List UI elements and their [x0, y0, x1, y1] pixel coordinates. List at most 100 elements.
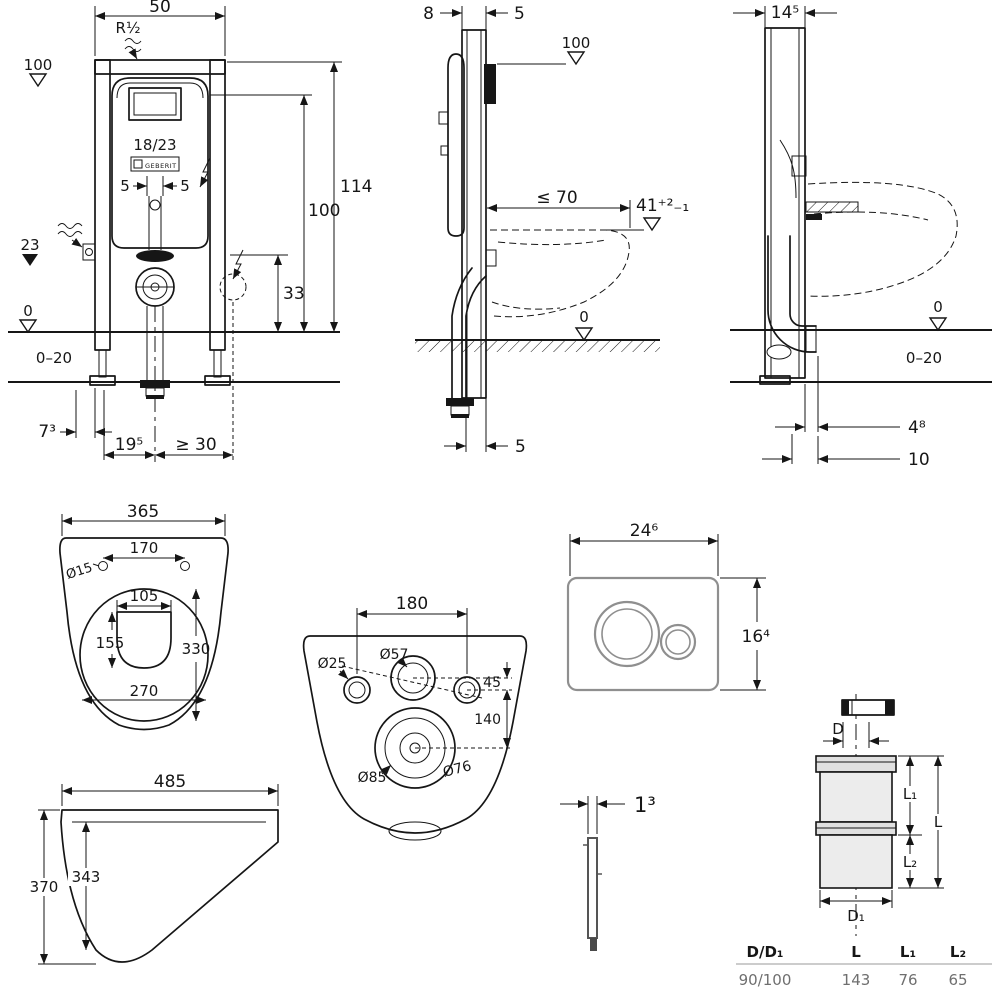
table-header: L₁ — [900, 943, 916, 961]
floor-buildup-label: 0–20 — [36, 349, 72, 367]
label-supply-thread: R½ — [116, 19, 141, 37]
floor-hatching — [415, 341, 660, 352]
frame-side-view-2: 14⁵ 0 0–20 4⁸ 10 — [730, 3, 992, 470]
dim-inner-length: 155 — [96, 634, 125, 652]
label-outlet-dia-1: Ø85 — [358, 770, 387, 786]
table-header: L₂ — [950, 943, 966, 961]
cistern-profile — [447, 53, 465, 237]
actuation-plate-side — [484, 64, 496, 104]
dim-plate-width: 24⁶ — [630, 521, 659, 541]
dim-bowl-depth: 485 — [154, 772, 186, 792]
level-marker-icon — [18, 319, 38, 334]
dim-rail-depth: 8 — [423, 4, 434, 24]
flush-plate — [566, 576, 720, 692]
label-dia-d: D — [832, 720, 844, 738]
bowl-side-view: 485 343 370 — [28, 772, 279, 965]
dim-bowl-rim-height: 41⁺²₋₁ — [636, 196, 689, 216]
label-hole-mid-dia: Ø57 — [380, 647, 409, 663]
frame-front-view: 50 R½ 100 18/23 GEBERIT 5 5 — [8, 0, 372, 462]
outlet-bend-pipe — [767, 235, 817, 353]
bowl-profile-dashed — [490, 229, 630, 318]
bowl-rim — [79, 588, 209, 722]
label-dia-d1: D₁ — [847, 907, 865, 925]
cistern-outline — [111, 77, 209, 249]
brand-label: GEBERIT — [145, 162, 177, 170]
dim-offset-left: 5 — [120, 177, 130, 195]
level-marker-icon — [574, 327, 594, 342]
dim-opening-length: 330 — [182, 640, 211, 658]
flush-button-large — [593, 600, 661, 668]
table-header: L — [851, 943, 861, 961]
flush-plate-side-view: 1³ — [560, 793, 656, 951]
water-supply-icon — [124, 38, 142, 60]
bowl-top-view: 365 170 Ø15 105 155 330 270 — [59, 502, 229, 731]
dim-plate-offset: 5 — [514, 4, 525, 24]
outlet-pipe-view: D L₁ L L₂ D₁ D/D₁ L L₁ L₂ 90/100 143 — [736, 694, 992, 989]
dim-inner-width: 105 — [130, 587, 159, 605]
dim-offset-45: 45 — [483, 675, 501, 691]
level-0-label: 0 — [933, 298, 943, 316]
pipe-dimension-table: D/D₁ L L₁ L₂ 90/100 143 76 65 — [736, 943, 992, 989]
outlet-pipe — [465, 275, 487, 399]
table-header: D/D₁ — [747, 943, 784, 961]
dim-frame-height: 114 — [340, 177, 372, 197]
power-connection-icon — [232, 249, 244, 280]
label-len-l1: L₁ — [903, 785, 917, 803]
optional-outlet-position — [219, 273, 247, 301]
dim-foot-distance: 7³ — [38, 422, 56, 442]
level-100-label: 100 — [562, 34, 591, 52]
dim-center-distance: 19⁵ — [115, 435, 143, 455]
dim-outlet-length: 10 — [908, 450, 930, 470]
bowl-outline — [59, 537, 229, 731]
dim-min-side-distance: ≥ 30 — [175, 435, 216, 455]
floor-buildup-label: 0–20 — [906, 349, 942, 367]
dim-plate-thickness: 1³ — [634, 793, 656, 817]
pipe-body-lower — [819, 834, 893, 889]
bowl-bottom-view: 180 Ø25 Ø57 45 140 Ø85 Ø76 — [302, 594, 528, 841]
dim-outlet-height: 33 — [283, 284, 305, 304]
dim-rail-depth: 14⁵ — [771, 3, 799, 23]
dim-bowl-height: 370 — [30, 878, 59, 896]
bowl-bottom-outline — [302, 635, 528, 834]
dim-frame-width: 50 — [149, 0, 171, 17]
table-value: 90/100 — [739, 971, 792, 989]
dim-hole-distance: 180 — [396, 594, 428, 614]
mounting-bar — [805, 201, 859, 213]
dim-fixing-distance: 170 — [130, 539, 159, 557]
flush-plate-side — [587, 837, 598, 939]
cistern-depth-label: 18/23 — [133, 136, 176, 154]
dim-actuation-height: 100 — [308, 201, 340, 221]
level-marker-icon — [28, 73, 48, 88]
flush-button-small — [659, 623, 697, 661]
table-value: 65 — [948, 971, 967, 989]
dim-plate-height: 16⁴ — [742, 627, 771, 647]
pipe-socket-top — [815, 755, 897, 773]
level-23-label: 23 — [20, 236, 39, 254]
dim-inner-height: 343 — [72, 868, 101, 886]
fixing-hole-left — [343, 676, 371, 704]
dim-opening-width: 270 — [130, 682, 159, 700]
level-marker-icon — [566, 51, 586, 66]
level-0-label: 0 — [23, 302, 33, 320]
label-hole-small-dia: Ø25 — [318, 656, 347, 672]
level-marker-icon — [928, 317, 948, 332]
dim-bowl-depth-max: ≤ 70 — [536, 188, 577, 208]
dim-outlet-offset: 5 — [515, 437, 526, 457]
bowl-profile-dashed — [807, 181, 958, 297]
level-0-label: 0 — [579, 308, 589, 326]
table-value: 143 — [842, 971, 871, 989]
label-len-l: L — [934, 813, 943, 831]
table-value: 76 — [898, 971, 917, 989]
pipe-body-upper — [819, 771, 893, 823]
dim-bowl-width: 365 — [127, 502, 159, 522]
level-100-label: 100 — [24, 56, 53, 74]
dim-offset-right: 5 — [180, 177, 190, 195]
water-supply-icon — [57, 223, 83, 248]
label-fixing-diameter: Ø15 — [64, 560, 94, 583]
level-marker-filled-icon — [22, 254, 38, 266]
rail-profile — [764, 27, 806, 379]
flush-plate-front-view: 24⁶ 16⁴ — [566, 521, 771, 692]
outlet-opening — [374, 707, 456, 789]
